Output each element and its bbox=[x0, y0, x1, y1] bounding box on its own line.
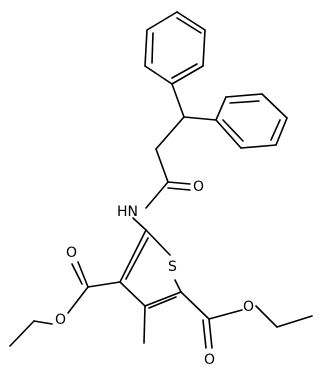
thiophene-sulfur-label: S bbox=[168, 259, 177, 275]
propanoyl-chain bbox=[145, 83, 217, 209]
left-ester-ether-oxygen-label: O bbox=[55, 312, 66, 328]
ethyl-ester-left bbox=[9, 261, 121, 347]
methyl-group bbox=[143, 305, 146, 344]
right-ester-carbonyl-oxygen-label: O bbox=[204, 352, 215, 368]
right-ester-ether-oxygen-label: O bbox=[243, 299, 254, 315]
thiophene-ring bbox=[119, 217, 182, 309]
phenyl-ring-top bbox=[144, 11, 206, 85]
left-ester-carbonyl-oxygen-label: O bbox=[66, 245, 77, 261]
atom-labels: HN O S O O O O bbox=[55, 179, 254, 368]
amide-oxygen-label: O bbox=[193, 179, 204, 195]
phenyl-ring-right bbox=[215, 93, 288, 149]
ethyl-ester-right bbox=[180, 291, 313, 349]
amide-nh-label: HN bbox=[117, 204, 138, 220]
